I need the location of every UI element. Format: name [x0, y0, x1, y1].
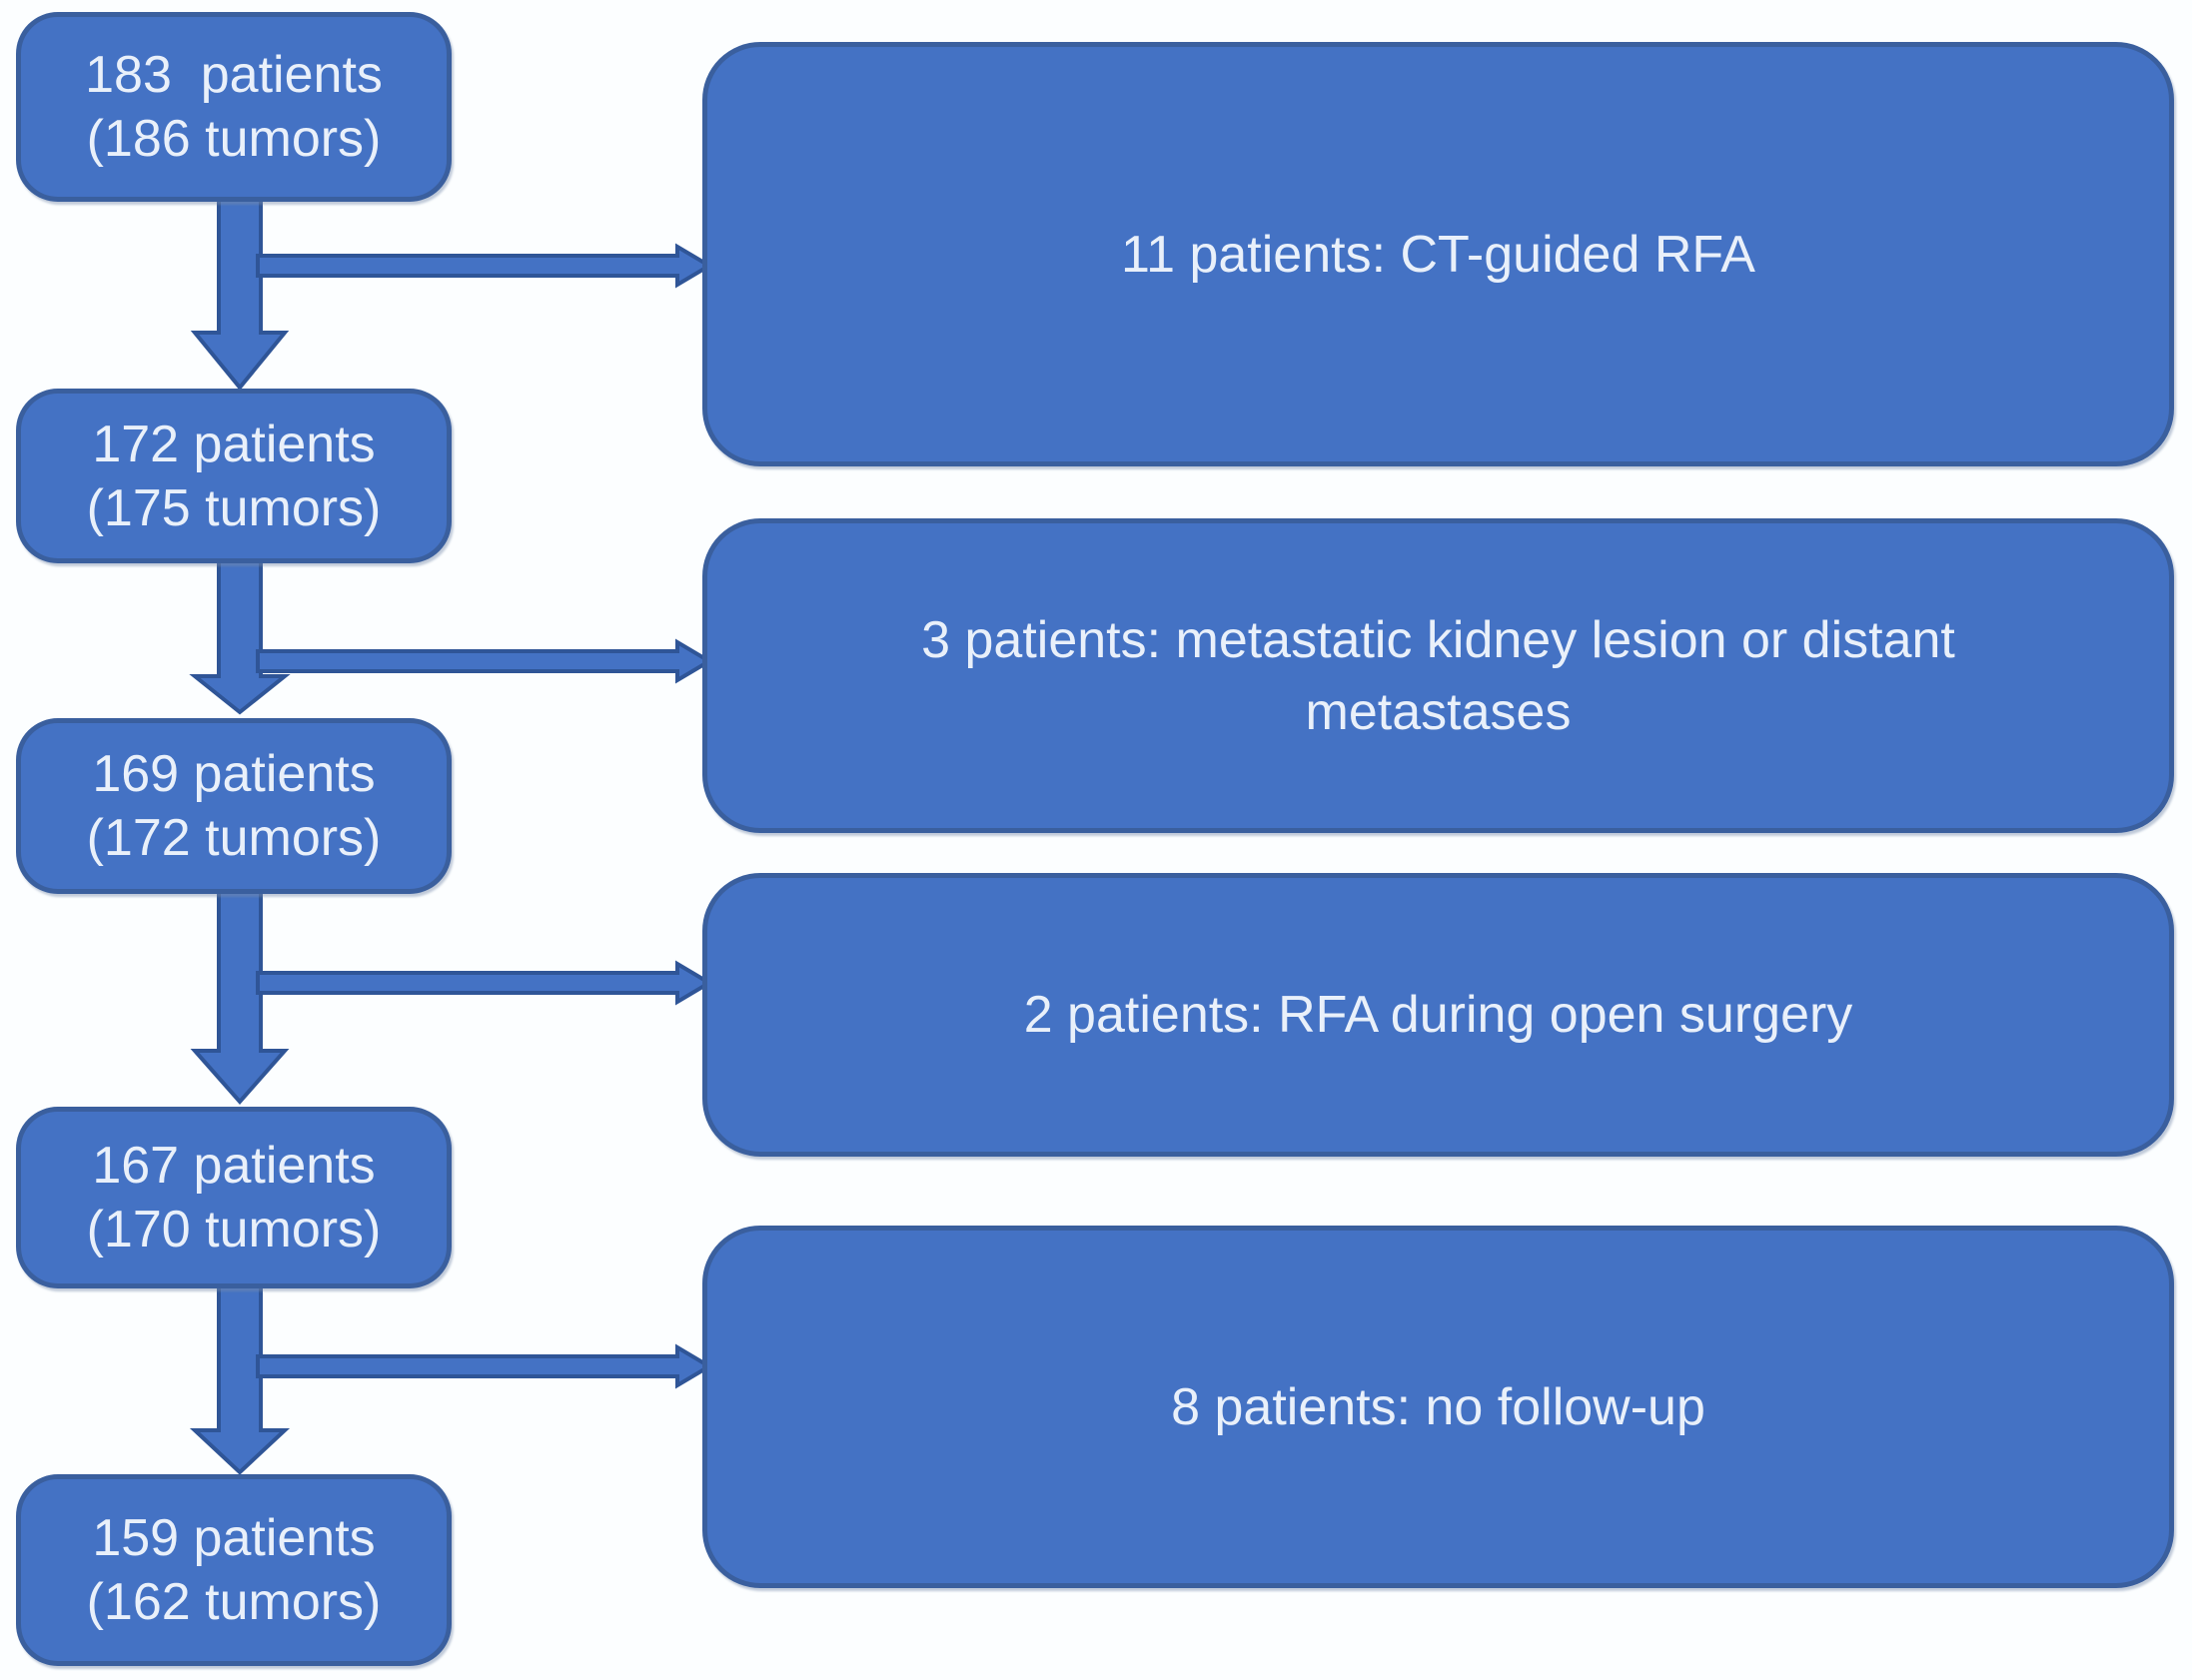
- stage-1-count: 183 patients: [85, 46, 383, 104]
- exclusion-box-1: 11 patients: CT-guided RFA: [702, 42, 2174, 466]
- exclusion-3-label: 2 patients: RFA during open surgery: [1023, 986, 1853, 1044]
- exclusion-1-label: 11 patients: CT-guided RFA: [1121, 225, 1755, 284]
- down-arrow-2: [189, 557, 291, 715]
- stage-box-4: 167 patients (170 tumors): [16, 1107, 452, 1288]
- exclusion-box-2: 3 patients: metastatic kidney lesion or …: [702, 518, 2174, 833]
- stage-box-3: 169 patients (172 tumors): [16, 718, 452, 894]
- down-arrow-3: [190, 888, 290, 1106]
- exclusion-2-label: 3 patients: metastatic kidney lesion or …: [921, 610, 1955, 741]
- exclusion-4-label: 8 patients: no follow-up: [1171, 1377, 1705, 1436]
- stage-2-tumors: (175 tumors): [86, 478, 382, 537]
- stage-5-tumors: (162 tumors): [86, 1573, 382, 1631]
- stage-3-tumors: (172 tumors): [86, 809, 382, 867]
- stage-3-count: 169 patients: [92, 745, 376, 803]
- exclusion-box-3: 2 patients: RFA during open surgery: [702, 873, 2174, 1157]
- right-arrow-1: [256, 243, 713, 289]
- stage-box-2: 172 patients (175 tumors): [16, 389, 452, 563]
- stage-4-count: 167 patients: [92, 1137, 376, 1195]
- stage-1-tumors: (186 tumors): [86, 110, 382, 168]
- exclusion-box-4: 8 patients: no follow-up: [702, 1226, 2174, 1588]
- stage-5-count: 159 patients: [92, 1509, 376, 1567]
- stage-box-5: 159 patients (162 tumors): [16, 1474, 452, 1666]
- stage-4-tumors: (170 tumors): [86, 1201, 382, 1259]
- right-arrow-3: [256, 960, 713, 1006]
- stage-box-1: 183 patients (186 tumors): [16, 12, 452, 202]
- down-arrow-1: [190, 194, 290, 392]
- stage-2-count: 172 patients: [92, 415, 376, 473]
- right-arrow-2: [256, 638, 713, 684]
- right-arrow-4: [256, 1343, 713, 1389]
- down-arrow-4: [189, 1282, 291, 1475]
